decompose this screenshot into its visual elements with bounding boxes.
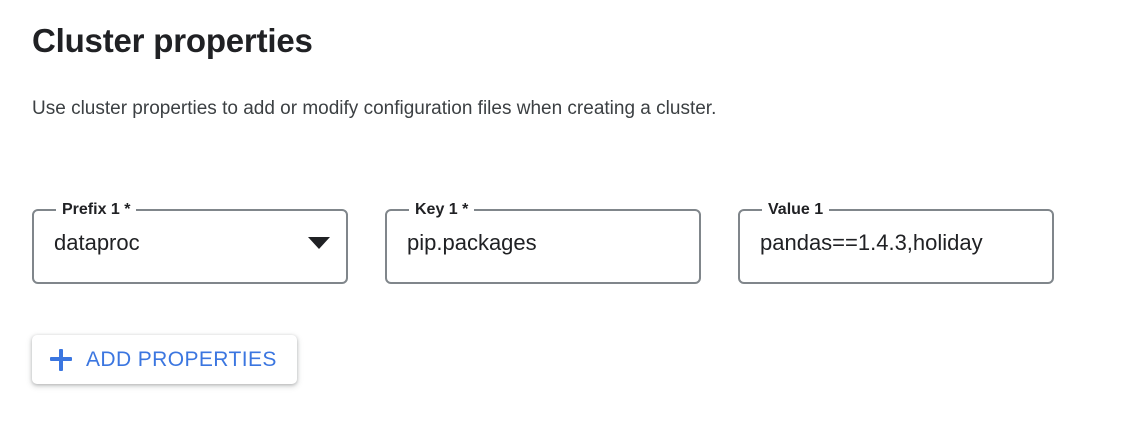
field-value-prefix-1[interactable]: dataproc [54,230,140,255]
field-value-key-1[interactable]: pip.packages [407,230,537,255]
add-properties-button-label: ADD PROPERTIES [86,348,277,371]
field-key-1[interactable]: Key 1 * pip.packages [385,202,701,284]
plus-icon [50,348,72,371]
field-value-value-1[interactable]: pandas==1.4.3,holiday [760,230,983,255]
field-prefix-1[interactable]: Prefix 1 * dataproc [32,202,348,284]
add-properties-button[interactable]: ADD PROPERTIES [32,335,297,384]
page-title: Cluster properties [32,22,313,59]
section-description: Use cluster properties to add or modify … [32,98,717,119]
field-label-prefix-1: Prefix 1 * [62,201,131,218]
field-label-key-1: Key 1 * [415,201,469,218]
field-value-1[interactable]: Value 1 pandas==1.4.3,holiday [738,202,1054,284]
field-label-value-1: Value 1 [768,201,824,218]
chevron-down-icon[interactable] [308,237,330,249]
